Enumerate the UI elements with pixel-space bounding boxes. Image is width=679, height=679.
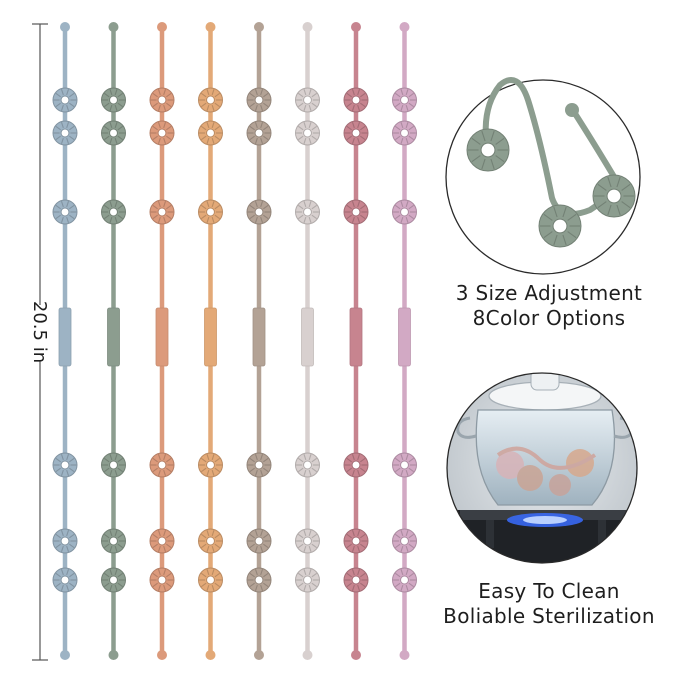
strap-button — [295, 199, 320, 225]
silicone-strap — [343, 22, 369, 660]
strap-button — [392, 452, 417, 478]
strap-button — [246, 452, 272, 478]
strap-button — [343, 528, 369, 554]
length-dimension-label: 20.5 in — [29, 300, 51, 364]
silicone-strap — [295, 22, 320, 660]
strap-detail-circle — [445, 77, 641, 275]
strap-button — [101, 528, 126, 554]
strap-button — [52, 452, 78, 478]
strap-button — [101, 87, 126, 113]
strap-button — [295, 452, 320, 478]
strap-button — [343, 87, 369, 113]
strap-button — [101, 452, 126, 478]
strap-button — [343, 452, 369, 478]
strap-button — [149, 120, 175, 146]
strap-button — [198, 528, 223, 554]
caption-line: 3 Size Adjustment — [455, 281, 643, 305]
strap-button — [466, 128, 510, 172]
strap-button — [149, 199, 175, 225]
strap-button — [52, 120, 78, 146]
strap-button — [149, 87, 175, 113]
silicone-strap — [392, 22, 417, 660]
strap-button — [101, 199, 126, 225]
strap-button — [392, 87, 417, 113]
strap-button — [392, 199, 417, 225]
detail-strap — [466, 77, 636, 248]
strap-button — [246, 87, 272, 113]
strap-button — [101, 567, 126, 593]
silicone-strap — [101, 22, 126, 660]
strap-button — [246, 567, 272, 593]
strap-button — [295, 120, 320, 146]
strap-button — [343, 567, 369, 593]
strap-button — [149, 528, 175, 554]
strap-button — [392, 120, 417, 146]
strap-button — [343, 199, 369, 225]
strap-button — [246, 528, 272, 554]
caption-line: Boliable Sterilization — [443, 604, 655, 628]
strap-button — [592, 174, 636, 218]
strap-button — [343, 120, 369, 146]
strap-group — [52, 22, 417, 660]
strap-button — [149, 452, 175, 478]
caption-line: 8Color Options — [472, 306, 626, 330]
dimension-bracket — [32, 23, 48, 661]
strap-button — [392, 567, 417, 593]
sterilization-photo-circle — [446, 372, 638, 564]
feature-caption-adjustment: 3 Size Adjustment 8Color Options — [419, 281, 679, 331]
strap-button — [246, 120, 272, 146]
strap-button — [198, 567, 223, 593]
silicone-strap — [52, 22, 78, 660]
strap-button — [52, 567, 78, 593]
strap-button — [52, 87, 78, 113]
strap-button — [198, 452, 223, 478]
strap-button — [198, 199, 223, 225]
strap-button — [392, 528, 417, 554]
feature-caption-sterilization: Easy To Clean Boliable Sterilization — [419, 579, 679, 629]
silicone-strap — [198, 22, 223, 660]
strap-button — [295, 87, 320, 113]
strap-button — [246, 199, 272, 225]
caption-line: Easy To Clean — [478, 579, 620, 603]
silicone-strap — [246, 22, 272, 660]
strap-button — [52, 528, 78, 554]
silicone-strap — [149, 22, 175, 660]
strap-button — [52, 199, 78, 225]
strap-button — [101, 120, 126, 146]
strap-button — [295, 528, 320, 554]
strap-button — [198, 87, 223, 113]
strap-button — [198, 120, 223, 146]
strap-button — [149, 567, 175, 593]
strap-button — [538, 204, 582, 248]
strap-button — [295, 567, 320, 593]
